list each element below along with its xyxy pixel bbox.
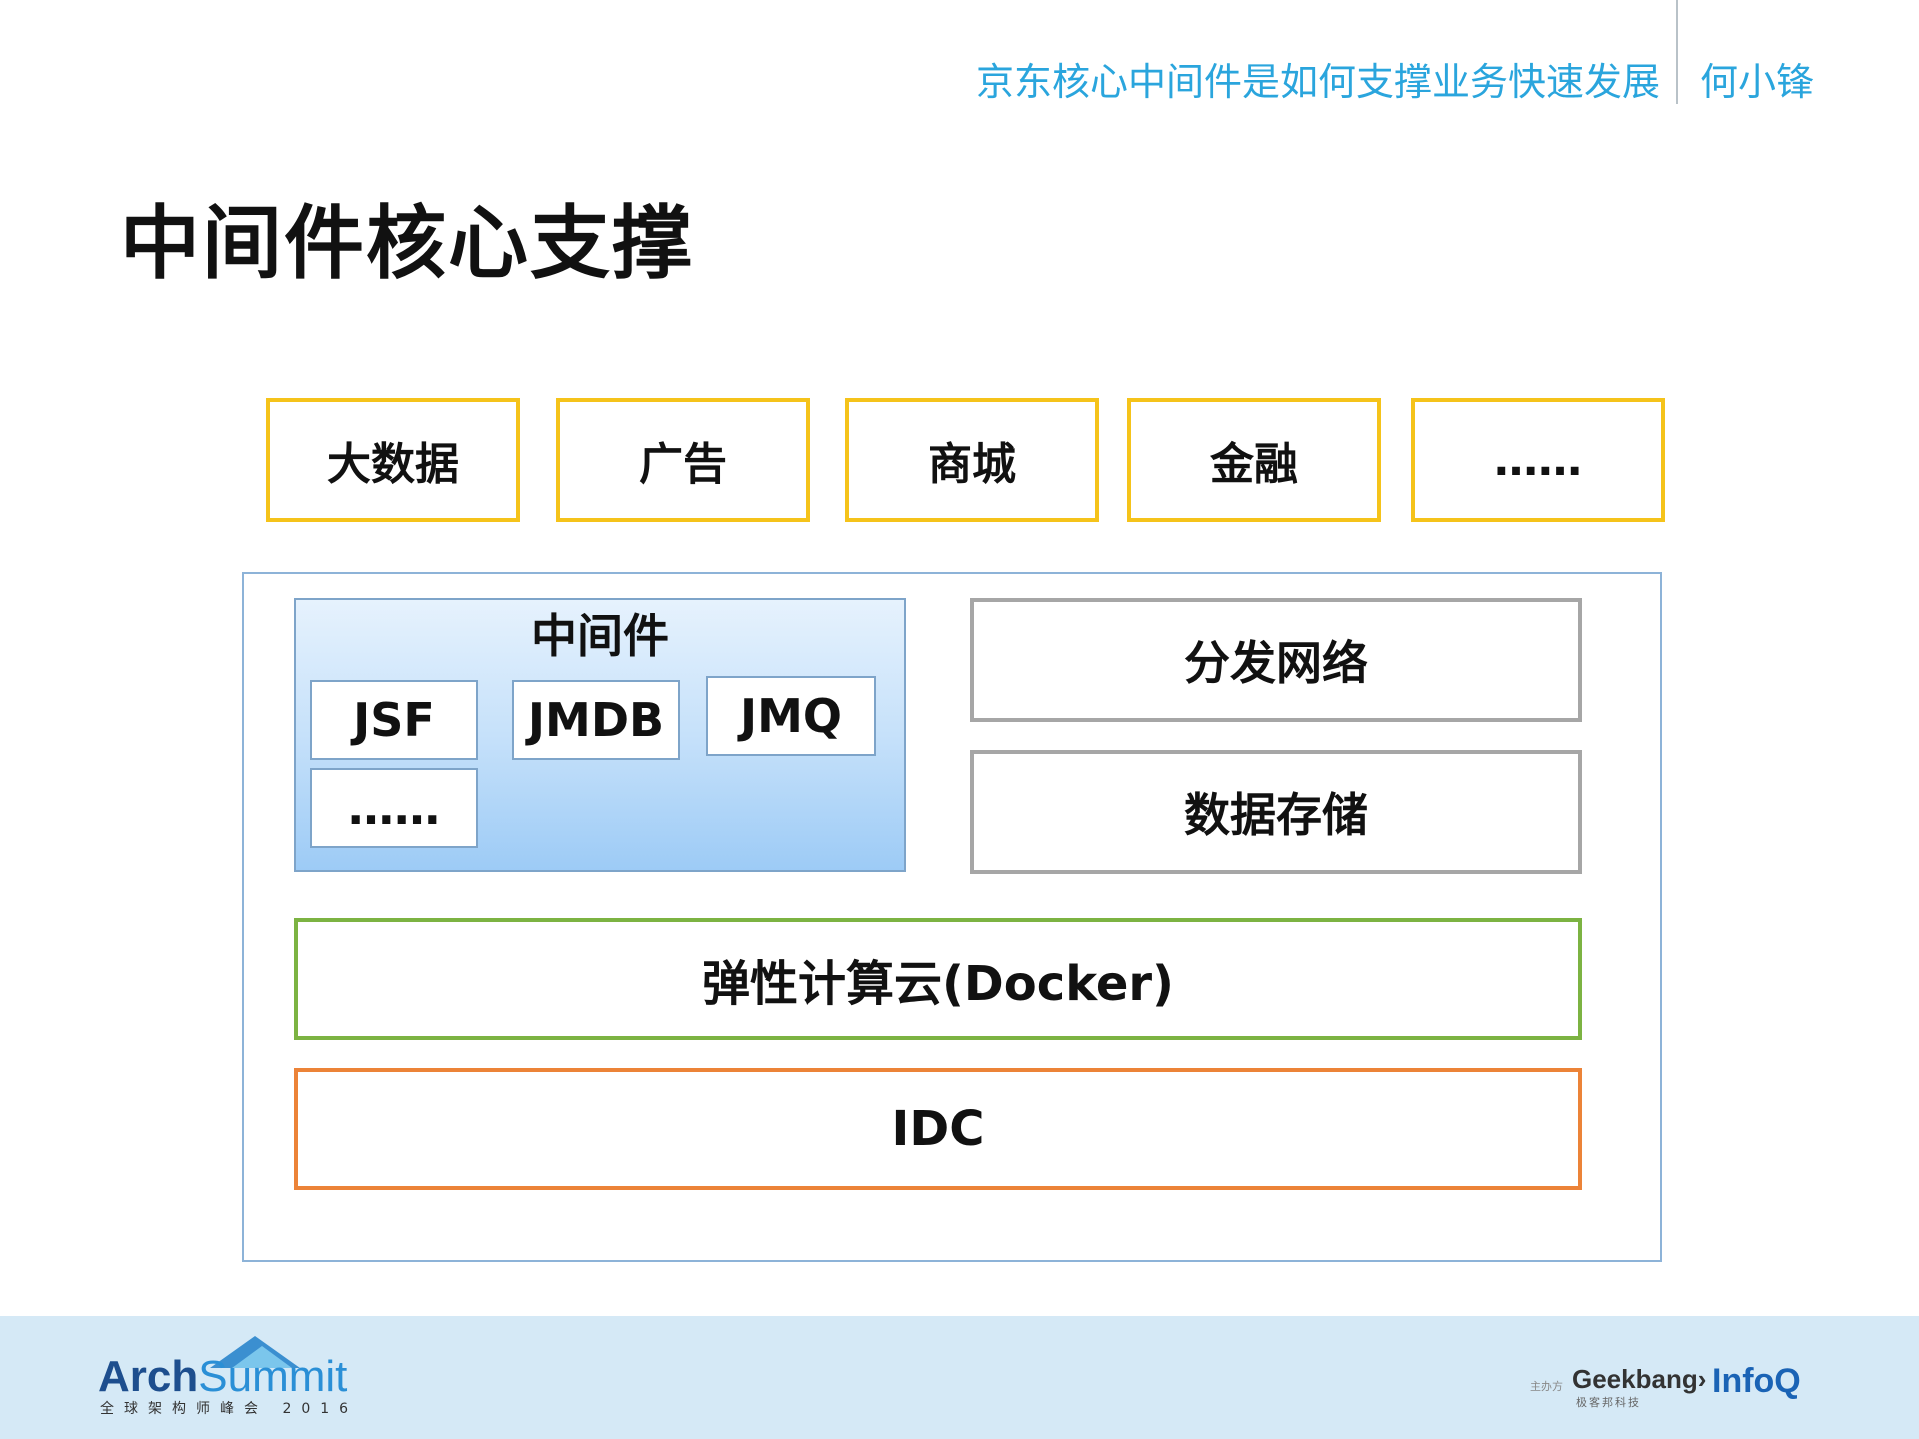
infoq-logo: InfoQ (1712, 1362, 1801, 1400)
layer-idc: IDC (294, 1068, 1582, 1190)
business-box-finance: 金融 (1127, 398, 1381, 522)
slide-title: 中间件核心支撑 (120, 197, 694, 290)
sponsor-label: 主办方 (1530, 1380, 1563, 1393)
geekbang-subtitle: 极客邦科技 (1576, 1396, 1641, 1409)
middleware-item-jsf: JSF (310, 680, 478, 760)
business-box-mall: 商城 (845, 398, 1099, 522)
service-cdn: 分发网络 (970, 598, 1582, 722)
logo-arch-text: Arch (98, 1352, 199, 1401)
archsummit-logo: ArchSummit (98, 1352, 347, 1402)
service-storage: 数据存储 (970, 750, 1582, 874)
logo-summit-text: Summit (198, 1352, 348, 1401)
business-box-bigdata: 大数据 (266, 398, 520, 522)
talk-title: 京东核心中间件是如何支撑业务快速发展 (975, 60, 1660, 104)
geekbang-logo: Geekbang› (1572, 1364, 1707, 1394)
logo-subtitle: 全球架构师峰会 2016 (100, 1401, 359, 1417)
business-box-more: …… (1411, 398, 1665, 522)
middleware-item-jmq: JMQ (706, 676, 876, 756)
summit-mountain-icon (210, 1336, 300, 1368)
layer-elastic-compute: 弹性计算云(Docker) (294, 918, 1582, 1040)
middleware-title: 中间件 (531, 609, 669, 663)
header-divider (1676, 0, 1678, 104)
platform-frame (242, 572, 1662, 1262)
footer-bar (0, 1316, 1919, 1439)
middleware-item-jmdb: JMDB (512, 680, 680, 760)
business-box-ads: 广告 (556, 398, 810, 522)
middleware-item-more: …… (310, 768, 478, 848)
author-name: 何小锋 (1700, 60, 1815, 104)
